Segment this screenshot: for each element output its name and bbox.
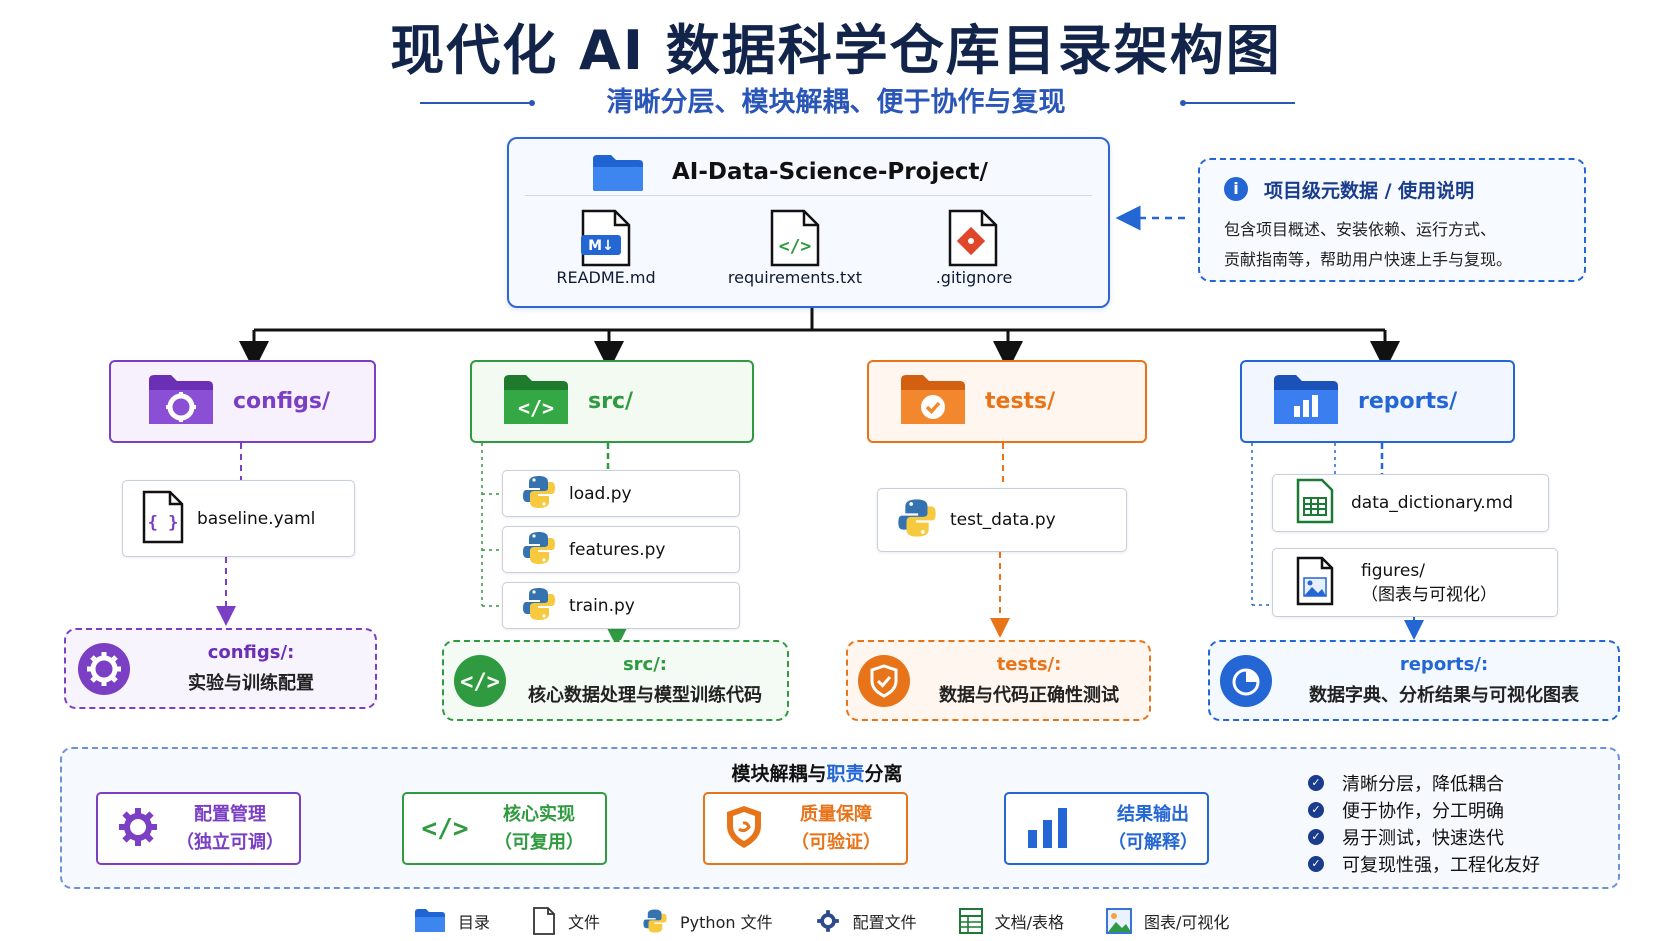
check-icon: ✓ [1308,801,1324,818]
gear-icon [78,643,130,695]
spreadsheet-icon [958,908,983,934]
tests-summary-desc: 数据与代码正确性测试 [939,685,1119,706]
svg-text:</>: </> [779,236,812,257]
file-icon [533,907,555,935]
check-icon: ✓ [1308,828,1324,845]
tests-folder[interactable]: tests/ [867,360,1147,443]
check-icon: ✓ [1308,774,1324,791]
src-label: src/ [588,389,634,414]
tests-label: tests/ [985,389,1056,414]
spreadsheet-icon [1295,478,1335,528]
test-data-py-file[interactable]: test_data.py [877,488,1127,552]
folder-icon [415,909,445,932]
svg-text:</>: </> [518,396,554,420]
code-icon: </> [454,655,506,707]
python-icon [896,497,938,543]
code-folder-icon: </> [502,372,570,432]
gear-icon [114,803,162,855]
src-summary-title: src/: [622,654,668,675]
src-summary: </> src/: 核心数据处理与模型训练代码 [442,640,789,721]
folder-icon [591,153,645,197]
module-quality: 质量保障（可验证） [703,792,908,865]
reports-folder[interactable]: reports/ [1240,360,1515,443]
benefit-item: ✓可复现性强，工程化友好 [1308,850,1540,877]
modules-panel: 模块解耦与职责分离 配置管理（独立可调） </> 核心实现（可复用） 质量保障（… [60,747,1620,889]
load-py-file[interactable]: load.py [502,470,740,517]
gitignore-file[interactable]: .gitignore [935,268,1013,287]
modules-title: 模块解耦与职责分离 [731,763,903,785]
configs-folder[interactable]: configs/ [109,360,376,443]
python-icon [521,586,557,626]
reports-summary-title: reports/: [1399,654,1489,675]
configs-summary-desc: 实验与训练配置 [188,673,314,694]
legend-file: 文件 [532,907,600,935]
info-box: i 项目级元数据 / 使用说明 包含项目概述、安装依赖、运行方式、 贡献指南等，… [1198,158,1586,282]
data-dictionary-file[interactable]: data_dictionary.md [1272,474,1549,532]
benefit-item: ✓清晰分层，降低耦合 [1308,769,1540,796]
requirements-file[interactable]: requirements.txt [727,268,863,287]
configs-summary-title: configs/: [207,642,295,663]
image-file-icon [1295,556,1335,610]
markdown-file-icon: M↓ [579,209,633,271]
reports-summary: reports/: 数据字典、分析结果与可视化图表 [1208,640,1620,721]
legend-python: Python 文件 [642,908,773,934]
pie-chart-icon [1220,655,1272,707]
tests-summary: tests/: 数据与代码正确性测试 [846,640,1151,721]
legend-document: 文档/表格 [958,908,1064,934]
readme-file[interactable]: README.md [556,268,656,287]
page-subtitle: 清晰分层、模块解耦、便于协作与复现 [606,87,1066,118]
configs-label: configs/ [233,389,331,414]
legend: 目录 文件 Python 文件 配置文件 文档/表格 图表/可视化 [414,905,1314,937]
svg-text:M↓: M↓ [588,238,614,254]
config-folder-icon [147,372,215,432]
python-icon [521,474,557,514]
check-icon: ✓ [1308,855,1324,872]
benefits-list: ✓清晰分层，降低耦合 ✓便于协作，分工明确 ✓易于测试，快速迭代 ✓可复现性强，… [1308,769,1540,877]
info-icon: i [1224,177,1248,201]
svg-text:{ }: { } [148,513,179,533]
module-config: 配置管理（独立可调） [96,792,301,865]
legend-directory: 目录 [414,908,490,934]
figures-desc: （图表与可视化） [1361,584,1497,605]
info-title: 项目级元数据 / 使用说明 [1264,180,1475,202]
check-folder-icon [899,372,967,432]
root-folder-name[interactable]: AI-Data-Science-Project/ [672,159,988,185]
figures-label: figures/ [1361,560,1425,581]
baseline-yaml-file[interactable]: { } baseline.yaml [122,480,355,557]
module-core: </> 核心实现（可复用） [402,792,607,865]
benefit-item: ✓便于协作，分工明确 [1308,796,1540,823]
bar-chart-icon [1026,804,1070,854]
tests-summary-title: tests/: [996,654,1062,675]
text-file-icon: </> [768,209,822,271]
legend-config: 配置文件 [815,908,917,934]
root-divider [525,195,1092,196]
svg-text:</>: </> [460,670,500,695]
reports-summary-desc: 数据字典、分析结果与可视化图表 [1309,685,1579,706]
src-summary-desc: 核心数据处理与模型训练代码 [528,685,762,706]
image-icon [1106,908,1132,934]
figures-folder[interactable]: figures/ （图表与可视化） [1272,548,1558,617]
svg-text:</>: </> [422,814,469,844]
info-line-2: 贡献指南等，帮助用户快速上手与复现。 [1224,250,1513,269]
git-file-icon [946,209,1000,271]
root-panel: AI-Data-Science-Project/ M↓ README.md </… [507,137,1110,308]
python-icon [643,909,667,933]
yaml-file-icon: { } [141,490,185,548]
python-icon [521,530,557,570]
features-py-file[interactable]: features.py [502,526,740,573]
code-icon: </> [420,803,470,855]
configs-summary: configs/: 实验与训练配置 [64,628,377,709]
legend-chart: 图表/可视化 [1106,908,1229,934]
benefit-item: ✓易于测试，快速迭代 [1308,823,1540,850]
src-folder[interactable]: </> src/ [470,360,754,443]
module-output: 结果输出（可解释） [1004,792,1209,865]
gear-icon [816,910,839,932]
shield-icon [721,803,767,855]
shield-icon [858,655,910,707]
reports-label: reports/ [1358,389,1458,414]
page-title: 现代化 AI 数据科学仓库目录架构图 [390,19,1282,82]
train-py-file[interactable]: train.py [502,582,740,629]
info-line-1: 包含项目概述、安装依赖、运行方式、 [1224,220,1497,239]
chart-folder-icon [1272,372,1340,432]
